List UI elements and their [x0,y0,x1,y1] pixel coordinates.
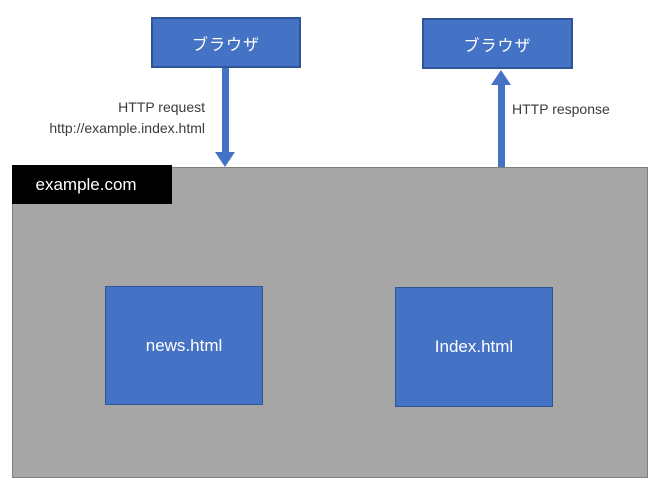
file-box-news-label: news.html [145,335,223,355]
file-box-index: Index.html [395,287,553,407]
file-box-news: news.html [105,286,263,405]
server-box: example.com news.html Index.html [11,165,648,478]
http-request-label: HTTP request http://example.index.html [49,97,205,139]
arrow-down-icon [215,152,235,167]
arrow-up-icon [491,70,511,85]
http-request-url: http://example.index.html [49,120,205,136]
browser-box-request: ブラウザ [151,17,301,68]
file-box-index-label: Index.html [434,337,514,356]
browser-box-request-label: ブラウザ [191,36,260,54]
http-request-label-line1: HTTP request [118,99,205,115]
http-response-label: HTTP response [512,101,610,117]
request-arrow-shaft [222,68,229,153]
browser-box-response-label: ブラウザ [463,37,532,55]
browser-box-response: ブラウザ [422,18,573,69]
server-domain-label: example.com [11,165,172,204]
